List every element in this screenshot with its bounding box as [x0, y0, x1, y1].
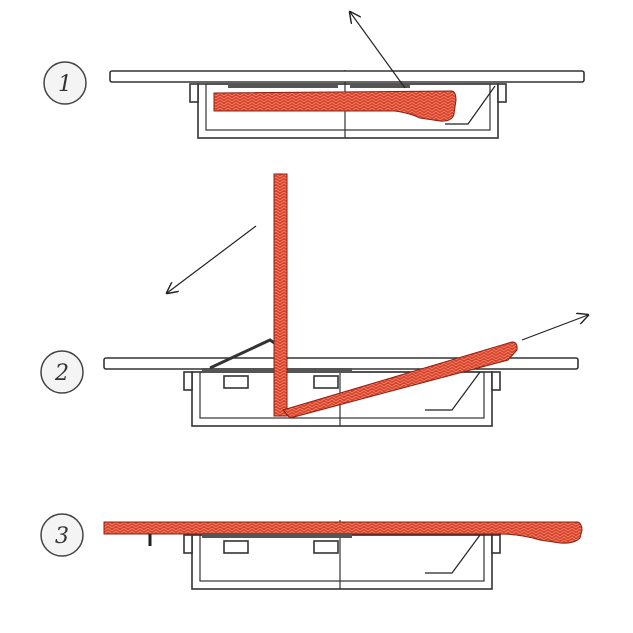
step-3-label: 3 [55, 524, 69, 549]
step-3-left-bracket [183, 534, 193, 554]
step-2-label: 2 [54, 361, 69, 386]
step-2-left-bracket [183, 371, 193, 391]
step-1-cabinet-inner [205, 83, 491, 131]
step-1-circle [43, 61, 87, 105]
step-2-tilted-panel [282, 341, 518, 419]
step-1-label: 1 [58, 72, 72, 97]
step-3-badge: 3 [40, 513, 84, 557]
step-2-support-leg [425, 371, 481, 411]
step-2-extend-arrow [521, 315, 588, 341]
step-3-slider-right [313, 540, 339, 554]
step-3-circle [40, 513, 84, 557]
step-1-right-bracket [497, 83, 507, 103]
step-1-folded-panel [213, 90, 457, 122]
step-2-slider-right [313, 375, 339, 389]
step-3-hinge-rail [202, 533, 352, 538]
step-1-badge: 1 [43, 61, 87, 105]
step-1-hinge-rail [228, 83, 338, 88]
step-1-hinge-rail-right [350, 83, 410, 88]
step-2-group: 2 [40, 173, 588, 427]
step-2-right-bracket [491, 371, 501, 391]
step-3-right-bracket [491, 534, 501, 554]
step-3-support-leg [425, 534, 481, 574]
step-3-slider-left [223, 540, 249, 554]
step-1-left-bracket [189, 83, 199, 103]
step-2-vertical-panel [273, 173, 288, 417]
step-1-group: 1 [43, 12, 585, 139]
step-3-extended-top [103, 521, 583, 544]
step-1-support-leg [445, 85, 496, 125]
step-2-circle [40, 350, 84, 394]
step-1-table-top [109, 70, 585, 83]
step-2-badge: 2 [40, 350, 84, 394]
step-2-rotate-arrow [167, 225, 257, 293]
step-1-lift-arrow [350, 12, 406, 89]
step-3-group: 3 [40, 513, 583, 590]
step-2-slider-left [223, 375, 249, 389]
